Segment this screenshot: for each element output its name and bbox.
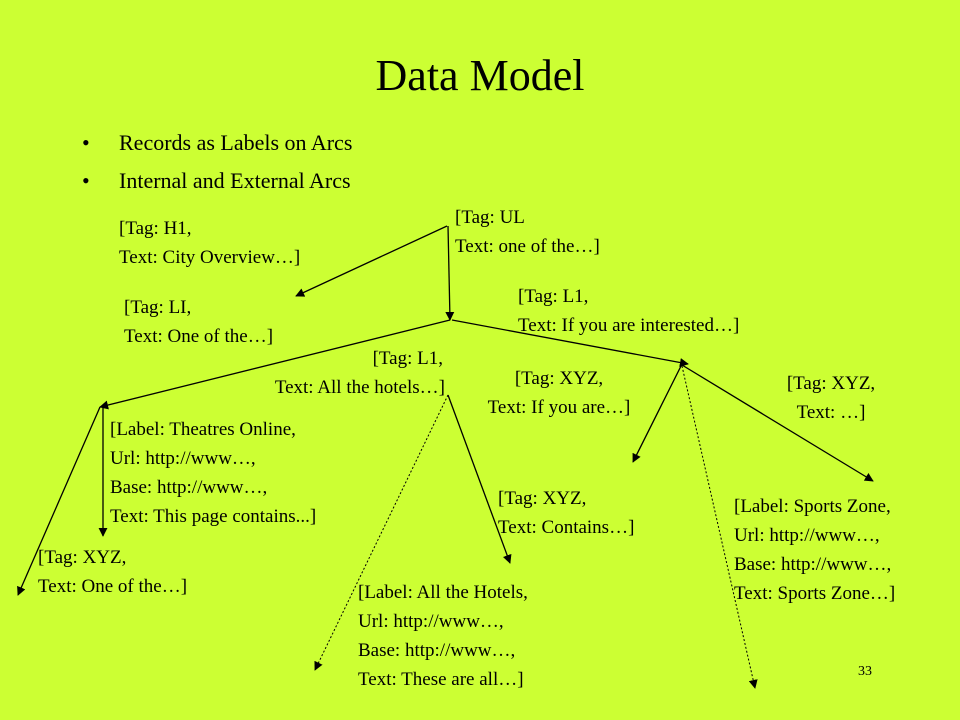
internal-arc xyxy=(295,225,448,297)
internal-arc xyxy=(681,364,874,482)
internal-arc xyxy=(17,406,101,596)
bullet-item: •Internal and External Arcs xyxy=(82,162,352,200)
label-tag-h1: [Tag: H1, Text: City Overview…] xyxy=(119,218,301,268)
bullet-dot-icon: • xyxy=(82,168,90,193)
label-theatres-online: [Label: Theatres Online, Url: http://www… xyxy=(110,419,317,527)
slide-title: Data Model xyxy=(375,51,585,100)
internal-arc xyxy=(99,319,451,410)
label-tag-ul: [Tag: UL Text: one of the…] xyxy=(455,207,600,257)
label-all-the-hotels: [Label: All the Hotels, Url: http://www…… xyxy=(358,582,528,690)
label-tag-xyz-ellipsis: [Tag: XYZ, Text: …] xyxy=(786,373,876,423)
bullet-dot-icon: • xyxy=(82,130,90,155)
external-arc xyxy=(681,365,758,689)
internal-arc xyxy=(451,319,689,367)
label-tag-l1-interested: [Tag: L1, Text: If you are interested…] xyxy=(518,286,740,336)
label-tag-li: [Tag: LI, Text: One of the…] xyxy=(124,297,274,347)
external-arc xyxy=(314,394,449,671)
label-tag-xyz-if-you-are: [Tag: XYZ, Text: If you are…] xyxy=(487,368,631,418)
internal-arc xyxy=(632,365,682,463)
label-sports-zone: [Label: Sports Zone, Url: http://www…, B… xyxy=(734,496,896,604)
internal-arc xyxy=(447,394,512,564)
bullet-list: •Records as Labels on Arcs •Internal and… xyxy=(82,124,352,200)
label-tag-xyz-contains: [Tag: XYZ, Text: Contains…] xyxy=(498,488,635,538)
internal-arc xyxy=(445,225,455,321)
bullet-item: •Records as Labels on Arcs xyxy=(82,124,352,162)
page-number: 33 xyxy=(858,664,872,679)
label-tag-xyz-one-of-the: [Tag: XYZ, Text: One of the…] xyxy=(38,547,188,597)
label-tag-l1-hotels: [Tag: L1, Text: All the hotels…] xyxy=(274,348,445,398)
